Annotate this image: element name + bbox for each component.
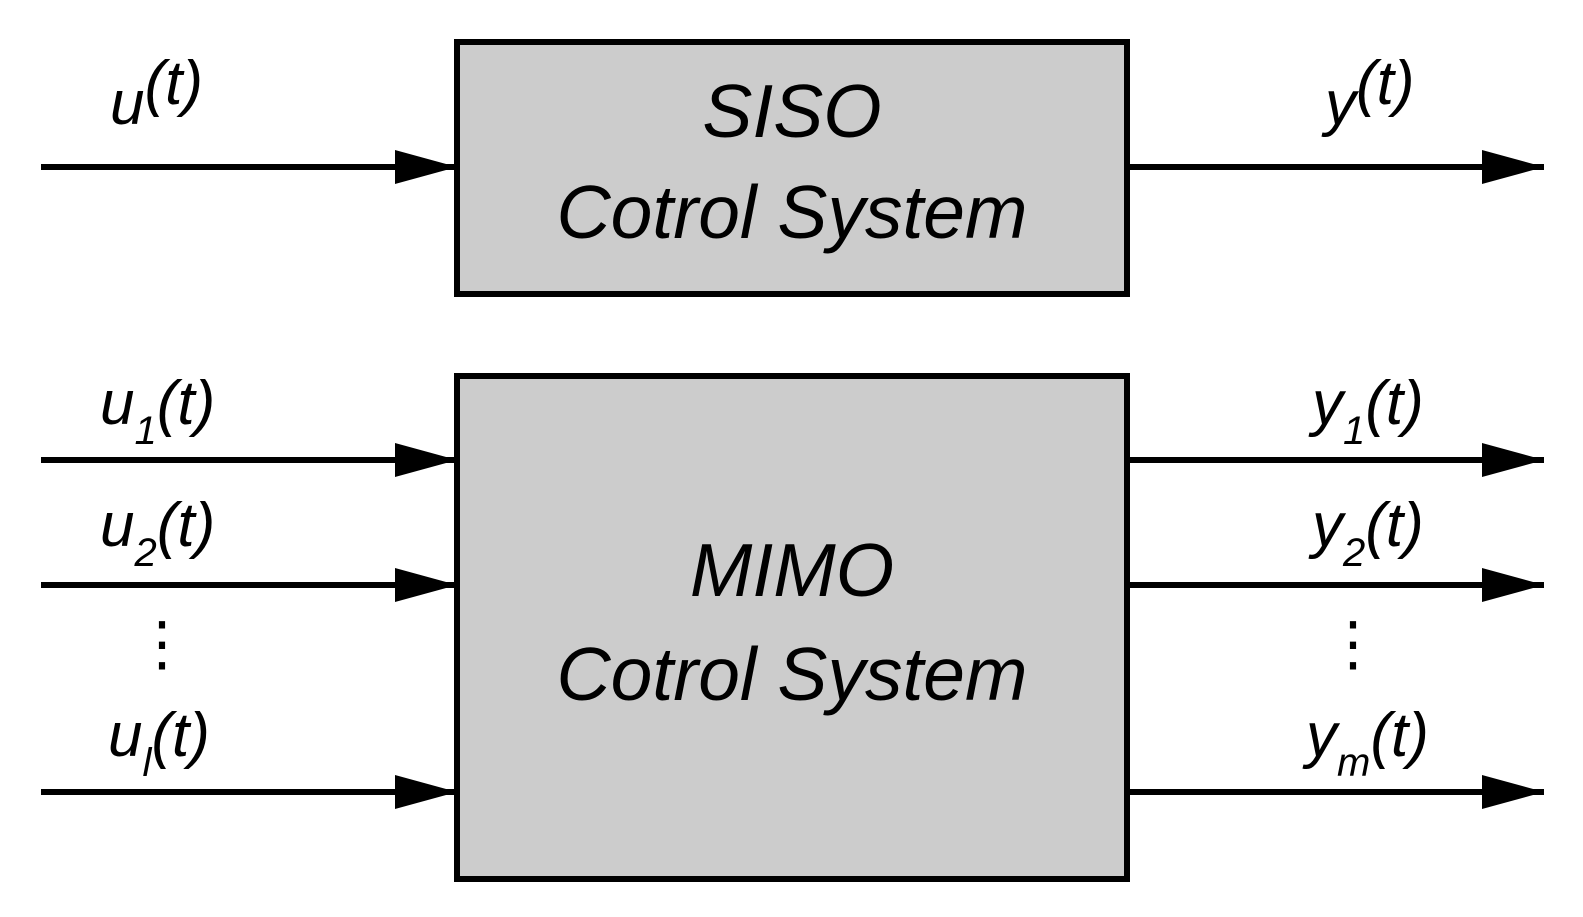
- siso-box: [454, 39, 1130, 297]
- siso-subtitle: Cotrol System: [557, 170, 1028, 254]
- mimo-input-label-2: u2(t): [100, 491, 215, 575]
- siso-block: SISO Cotrol System u(t) y(t): [41, 39, 1544, 297]
- siso-input-label: u(t): [110, 49, 203, 138]
- mimo-output-ellipsis: ⋮: [1323, 610, 1383, 677]
- siso-title: SISO: [702, 69, 881, 153]
- mimo-subtitle: Cotrol System: [557, 632, 1028, 716]
- mimo-title: MIMO: [690, 528, 894, 612]
- siso-output-label: y(t): [1321, 49, 1415, 138]
- mimo-output-label-1: y1(t): [1308, 369, 1424, 453]
- mimo-input-label-1: u1(t): [100, 369, 215, 453]
- mimo-input-label-3: ul(t): [108, 701, 210, 785]
- mimo-block: MIMO Cotrol System u1(t) u2(t) ⋮ ul(t) y…: [41, 369, 1544, 882]
- mimo-output-label-3: ym(t): [1302, 701, 1429, 785]
- mimo-input-ellipsis: ⋮: [132, 610, 192, 677]
- mimo-box: [454, 373, 1130, 882]
- mimo-output-label-2: y2(t): [1308, 491, 1424, 575]
